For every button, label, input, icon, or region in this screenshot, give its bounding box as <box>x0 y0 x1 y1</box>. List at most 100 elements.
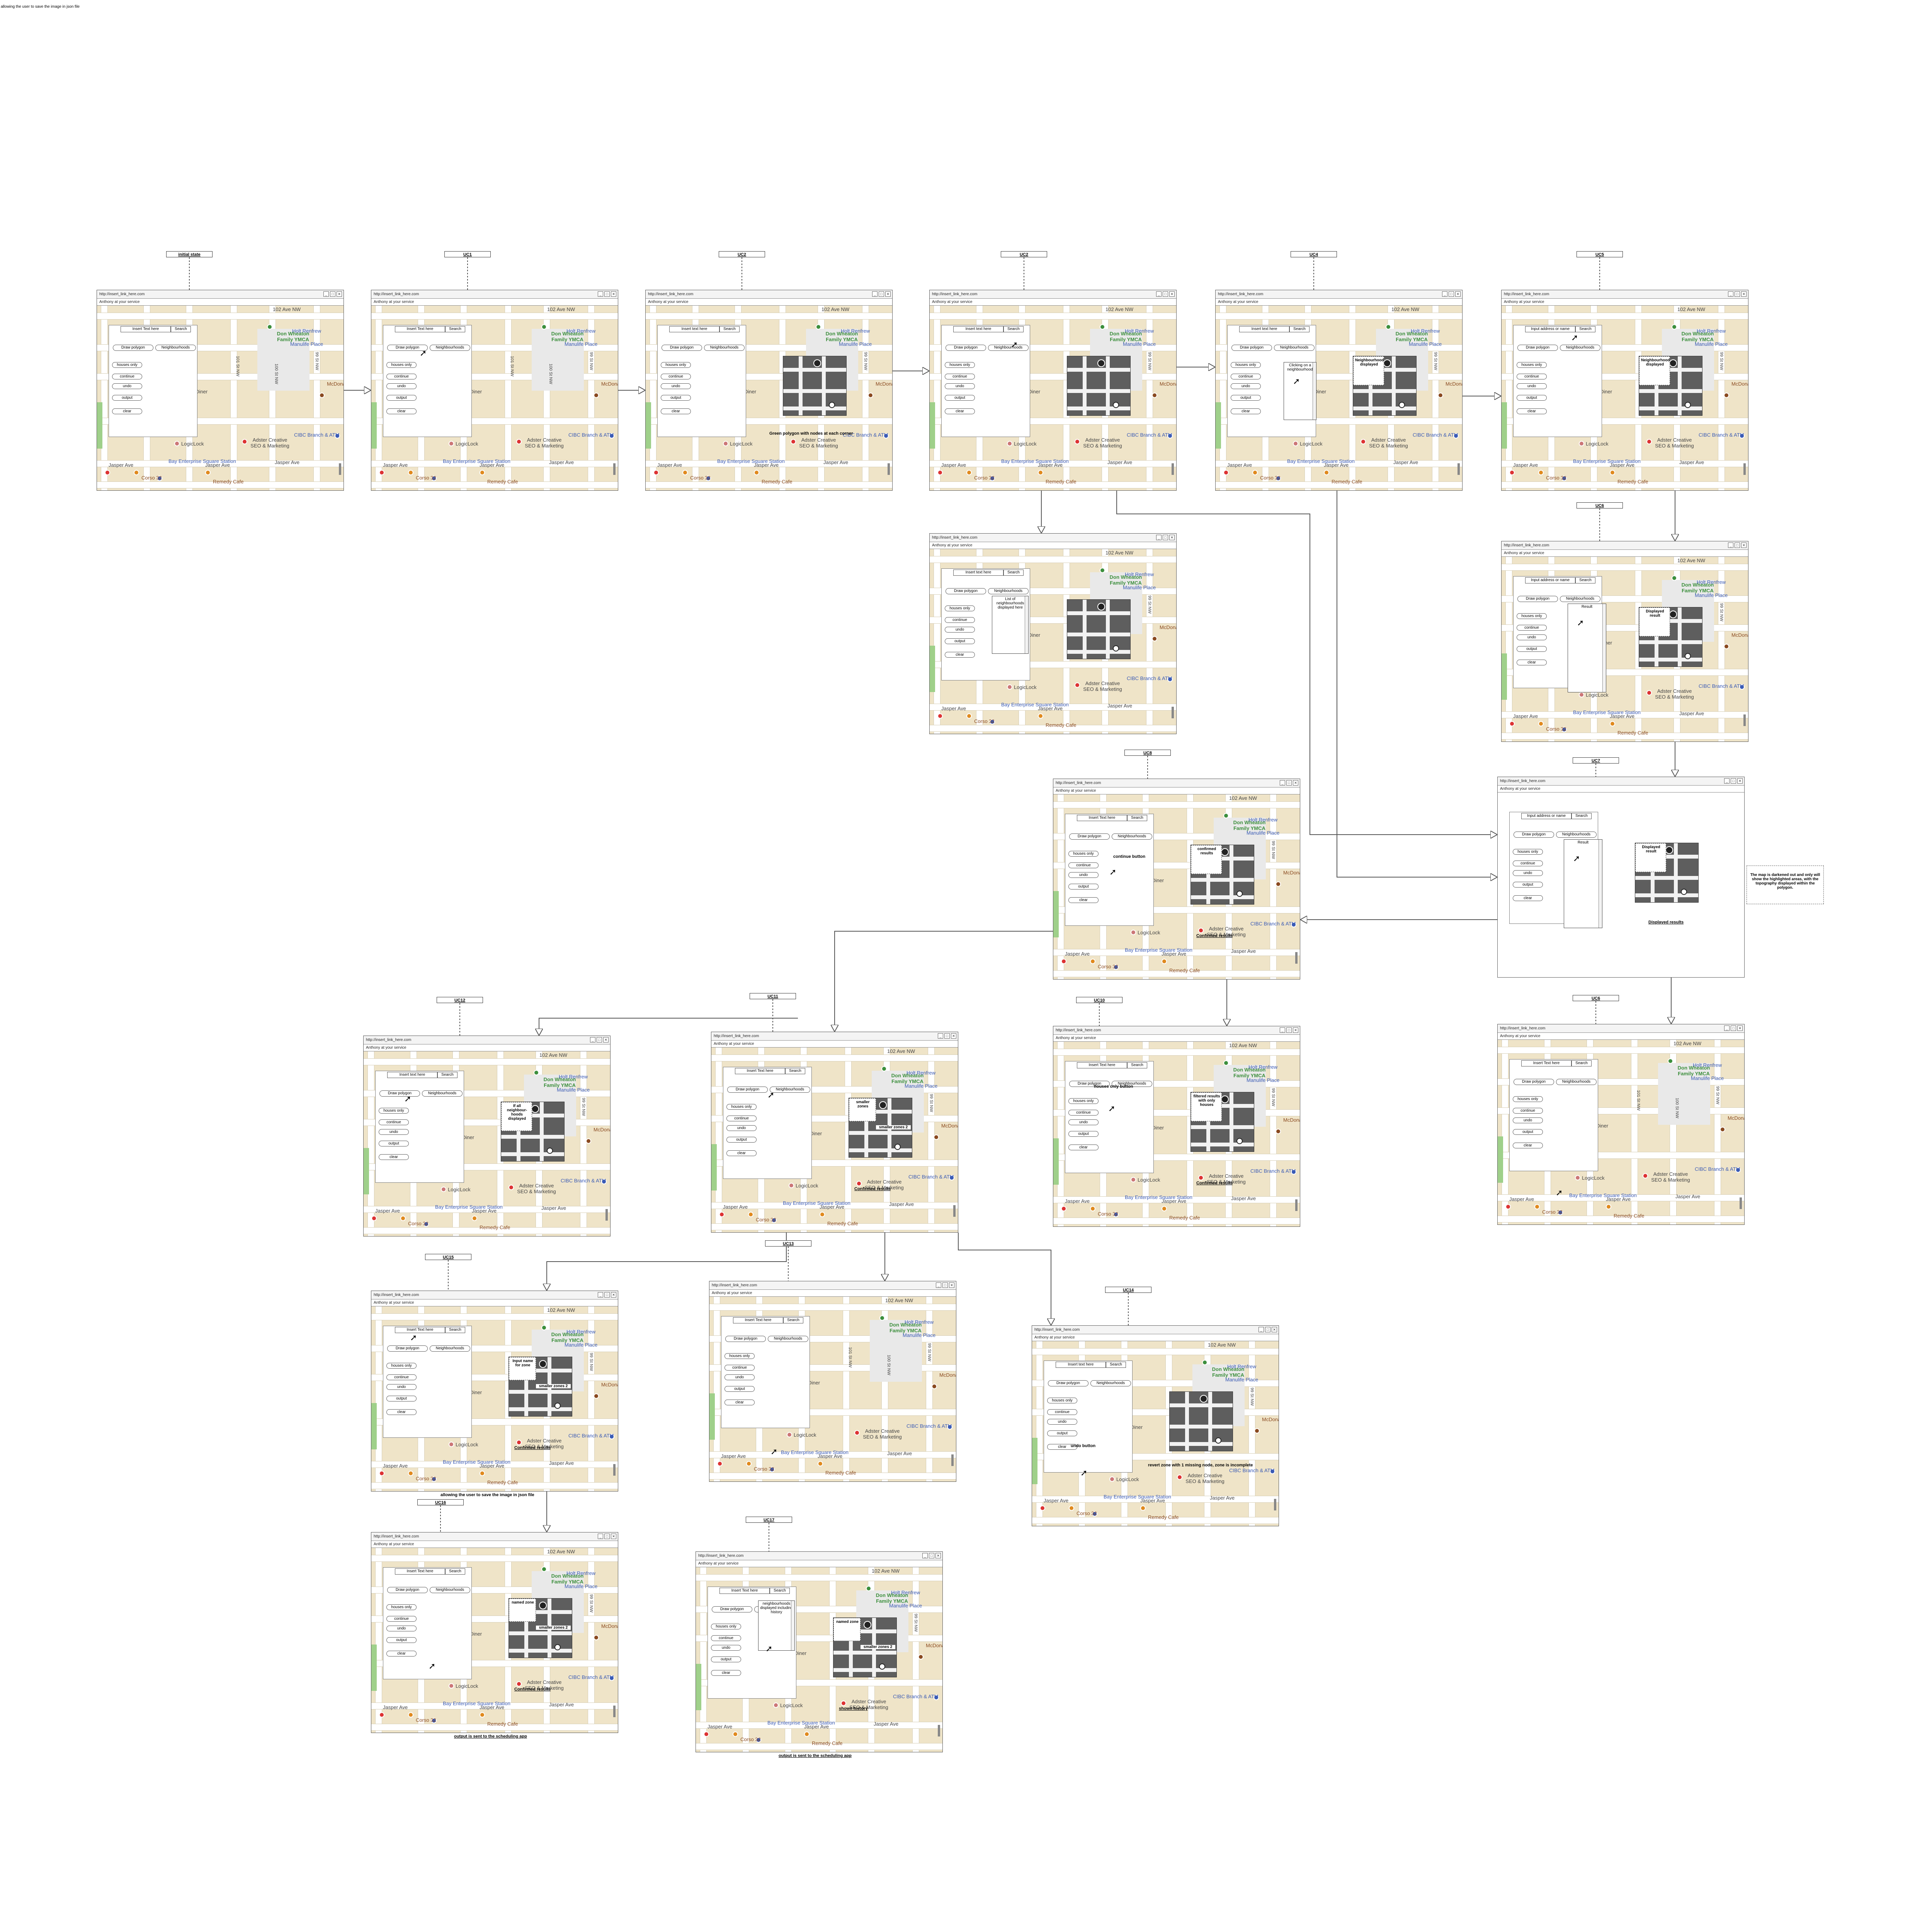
undo-button[interactable]: undo <box>711 1645 741 1651</box>
neighbourhoods-button[interactable]: Neighbourhoods <box>1556 1079 1597 1085</box>
search-input[interactable]: Insert text here <box>953 570 1003 576</box>
draw-polygon-button[interactable]: Draw polygon <box>662 345 702 351</box>
maximize-button[interactable]: □ <box>929 1553 934 1558</box>
maximize-button[interactable]: □ <box>604 1534 610 1539</box>
clear-button[interactable]: clear <box>1231 408 1261 414</box>
neighbourhoods-button[interactable]: Neighbourhoods <box>768 1336 808 1342</box>
close-button[interactable]: ✕ <box>951 1033 956 1039</box>
continue-button[interactable]: continue <box>724 1365 755 1371</box>
output-button[interactable]: output <box>945 638 975 644</box>
search-button[interactable]: Search <box>1127 1062 1147 1068</box>
search-button[interactable]: Search <box>1571 813 1592 819</box>
close-button[interactable]: ✕ <box>1169 535 1175 540</box>
continue-button[interactable]: continue <box>711 1635 741 1641</box>
url-bar[interactable]: http://insert_link_here.com_□✕ <box>1053 779 1300 787</box>
draw-polygon-button[interactable]: Draw polygon <box>712 1606 752 1612</box>
neighbourhoods-button[interactable]: Neighbourhoods <box>430 1587 470 1593</box>
minimize-button[interactable]: _ <box>872 291 878 297</box>
search-button[interactable]: Search <box>770 1588 790 1594</box>
clear-button[interactable]: clear <box>386 408 417 414</box>
url-bar[interactable]: http://insert_link_here.com_□✕ <box>930 534 1176 542</box>
url-bar[interactable]: http://insert_link_here.com_□✕ <box>711 1032 958 1041</box>
neighbourhoods-button[interactable]: Neighbourhoods <box>704 345 745 351</box>
undo-button[interactable]: undo <box>112 383 142 389</box>
maximize-button[interactable]: □ <box>1163 535 1168 540</box>
close-button[interactable]: ✕ <box>1293 1027 1298 1033</box>
neighbourhoods-button[interactable]: Neighbourhoods <box>430 345 470 351</box>
draw-polygon-button[interactable]: Draw polygon <box>1517 345 1558 351</box>
clear-button[interactable]: clear <box>726 1150 757 1156</box>
search-input[interactable]: Input address or name <box>1525 577 1575 583</box>
map-scroll-handle[interactable] <box>1743 714 1746 726</box>
output-button[interactable]: output <box>386 1637 417 1643</box>
clear-button[interactable]: clear <box>945 652 975 658</box>
map-scroll-handle[interactable] <box>1740 1197 1742 1209</box>
continue-button[interactable]: continue <box>1517 374 1547 379</box>
maximize-button[interactable]: □ <box>1449 291 1454 297</box>
search-button[interactable]: Search <box>171 326 191 332</box>
neighbourhoods-button[interactable]: Neighbourhoods <box>770 1087 810 1093</box>
draw-polygon-button[interactable]: Draw polygon <box>379 1090 420 1097</box>
output-button[interactable]: output <box>945 395 975 401</box>
neighbourhoods-button[interactable]: Neighbourhoods <box>1112 833 1152 840</box>
undo-button[interactable]: undo <box>661 383 691 389</box>
houses-only-button[interactable]: houses only <box>386 362 417 368</box>
search-button[interactable]: Search <box>1575 326 1595 332</box>
popup-scrollbar[interactable] <box>1602 604 1606 692</box>
url-bar[interactable]: http://insert_link_here.com_□✕ <box>371 1291 618 1299</box>
draw-polygon-button[interactable]: Draw polygon <box>725 1336 766 1342</box>
url-bar[interactable]: http://insert_link_here.com_□✕ <box>371 1532 618 1541</box>
search-input[interactable]: Insert text here <box>669 326 719 332</box>
houses-only-button[interactable]: houses only <box>1068 1098 1099 1104</box>
search-input[interactable]: Insert Text here <box>395 326 445 332</box>
search-input[interactable]: Insert Text here <box>395 1327 445 1333</box>
houses-only-button[interactable]: houses only <box>1513 849 1543 855</box>
url-bar[interactable]: http://insert_link_here.com_□✕ <box>371 290 618 299</box>
neighbourhoods-button[interactable]: Neighbourhoods <box>430 1345 470 1352</box>
search-button[interactable]: Search <box>437 1072 457 1078</box>
undo-button[interactable]: undo <box>1517 634 1547 640</box>
close-button[interactable]: ✕ <box>1737 1026 1743 1031</box>
search-input[interactable]: Insert Text here <box>1521 1060 1571 1066</box>
minimize-button[interactable]: _ <box>1442 291 1447 297</box>
houses-only-button[interactable]: houses only <box>726 1104 757 1110</box>
houses-only-button[interactable]: houses only <box>386 1604 417 1610</box>
map-scroll-handle[interactable] <box>613 1464 616 1476</box>
output-button[interactable]: output <box>726 1137 757 1143</box>
houses-only-button[interactable]: houses only <box>112 362 142 368</box>
output-button[interactable]: output <box>661 395 691 401</box>
map-scroll-handle[interactable] <box>1295 952 1298 964</box>
draw-polygon-button[interactable]: Draw polygon <box>1231 345 1272 351</box>
continue-button[interactable]: continue <box>386 1616 417 1622</box>
undo-button[interactable]: undo <box>1513 1117 1543 1123</box>
clear-button[interactable]: clear <box>661 408 691 414</box>
undo-button[interactable]: undo <box>1513 870 1543 876</box>
search-button[interactable]: Search <box>1571 1060 1592 1066</box>
draw-polygon-button[interactable]: Draw polygon <box>1514 832 1554 838</box>
draw-polygon-button[interactable]: Draw polygon <box>387 345 428 351</box>
search-input[interactable]: Input address or name <box>1525 326 1575 332</box>
close-button[interactable]: ✕ <box>611 1534 616 1539</box>
search-input[interactable]: Insert Text here <box>1077 1062 1127 1068</box>
search-input[interactable]: Insert text here <box>1239 326 1289 332</box>
houses-only-button[interactable]: houses only <box>711 1624 741 1629</box>
close-button[interactable]: ✕ <box>949 1282 954 1288</box>
search-button[interactable]: Search <box>1289 326 1310 332</box>
houses-only-button[interactable]: houses only <box>1068 851 1099 857</box>
search-button[interactable]: Search <box>1106 1362 1126 1368</box>
draw-polygon-button[interactable]: Draw polygon <box>727 1087 768 1093</box>
draw-polygon-button[interactable]: Draw polygon <box>387 1345 428 1352</box>
url-bar[interactable]: http://insert_link_here.com_□✕ <box>1498 777 1744 786</box>
search-input[interactable]: Insert Text here <box>1077 815 1127 821</box>
map-scroll-handle[interactable] <box>613 463 616 475</box>
close-button[interactable]: ✕ <box>1737 778 1743 784</box>
search-button[interactable]: Search <box>1003 326 1024 332</box>
